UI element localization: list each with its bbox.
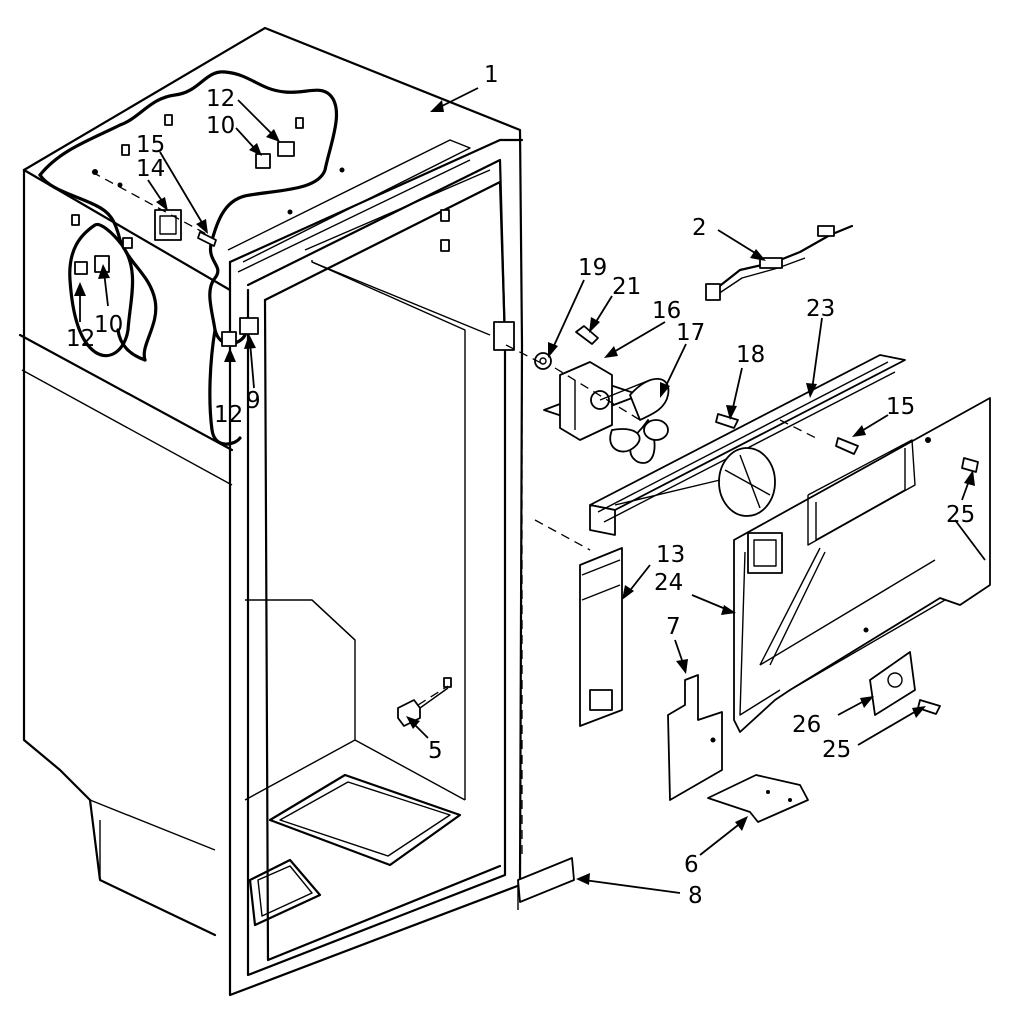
callout-12-left: 12: [66, 326, 95, 352]
callout-23: 23: [806, 296, 835, 322]
panel-7: [667, 674, 723, 801]
screw-25-lower: [917, 699, 941, 715]
screw-21: [575, 325, 599, 345]
wire-lead-2: [705, 224, 854, 301]
fan-shroud-23: [589, 354, 906, 536]
callout-13: 13: [656, 542, 685, 568]
callout-7: 7: [666, 614, 681, 640]
callout-15-right: 15: [886, 394, 915, 420]
mounting-holes: [71, 114, 450, 252]
connector-block-14: [154, 209, 182, 241]
light-socket-5: [397, 677, 452, 727]
callout-1: 1: [484, 62, 499, 88]
callout-12-top: 12: [206, 86, 235, 112]
panel-13: [579, 547, 623, 727]
plate-6: [707, 774, 809, 823]
evaporator-cover-24: [733, 397, 991, 733]
callout-21: 21: [612, 274, 641, 300]
screw-15-left: [197, 231, 217, 247]
callout-15-left: 15: [136, 132, 165, 158]
callout-26: 26: [792, 712, 821, 738]
wiring-harness: [38, 70, 339, 446]
callout-14: 14: [136, 156, 165, 182]
callout-25-lower: 25: [822, 737, 851, 763]
screw-15-right: [835, 437, 859, 455]
callout-24: 24: [654, 570, 683, 596]
callout-labels: 1 2 19 21 16 17 18 23 15 25 13 24 7 26 2…: [66, 62, 975, 909]
assembly-lines: [91, 171, 821, 860]
callout-8: 8: [688, 883, 703, 909]
callout-10-left: 10: [94, 312, 123, 338]
callout-2: 2: [692, 215, 707, 241]
grommet-19: [534, 352, 552, 370]
callout-25-upper: 25: [946, 502, 975, 528]
callout-16: 16: [652, 298, 681, 324]
screw-18: [715, 413, 739, 429]
fan-blade-17: [609, 378, 670, 464]
callout-17: 17: [676, 320, 705, 346]
callout-10-top: 10: [206, 113, 235, 139]
bracket-26: [869, 651, 916, 716]
callout-19: 19: [578, 255, 607, 281]
drain-trough-8: [517, 857, 575, 910]
callout-5: 5: [428, 738, 443, 764]
callout-18: 18: [736, 342, 765, 368]
cabinet-liner: [18, 26, 524, 997]
fan-motor-16: [543, 361, 651, 441]
callout-6: 6: [684, 852, 699, 878]
leader-lines: [74, 87, 986, 894]
clip-10-top: [255, 141, 295, 169]
screw-25-upper: [961, 457, 979, 473]
callout-9: 9: [246, 388, 261, 414]
callout-12-lower: 12: [214, 402, 243, 428]
